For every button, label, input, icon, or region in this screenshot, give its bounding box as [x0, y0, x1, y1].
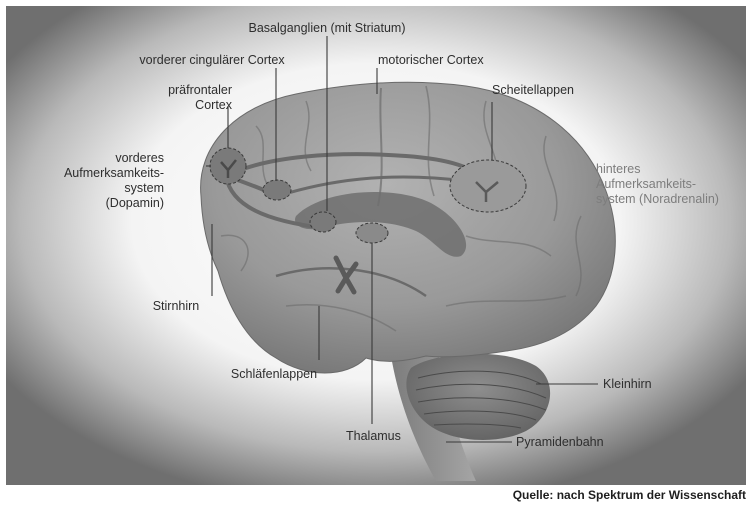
source-credit: Quelle: nach Spektrum der Wissenschaft	[513, 488, 746, 502]
